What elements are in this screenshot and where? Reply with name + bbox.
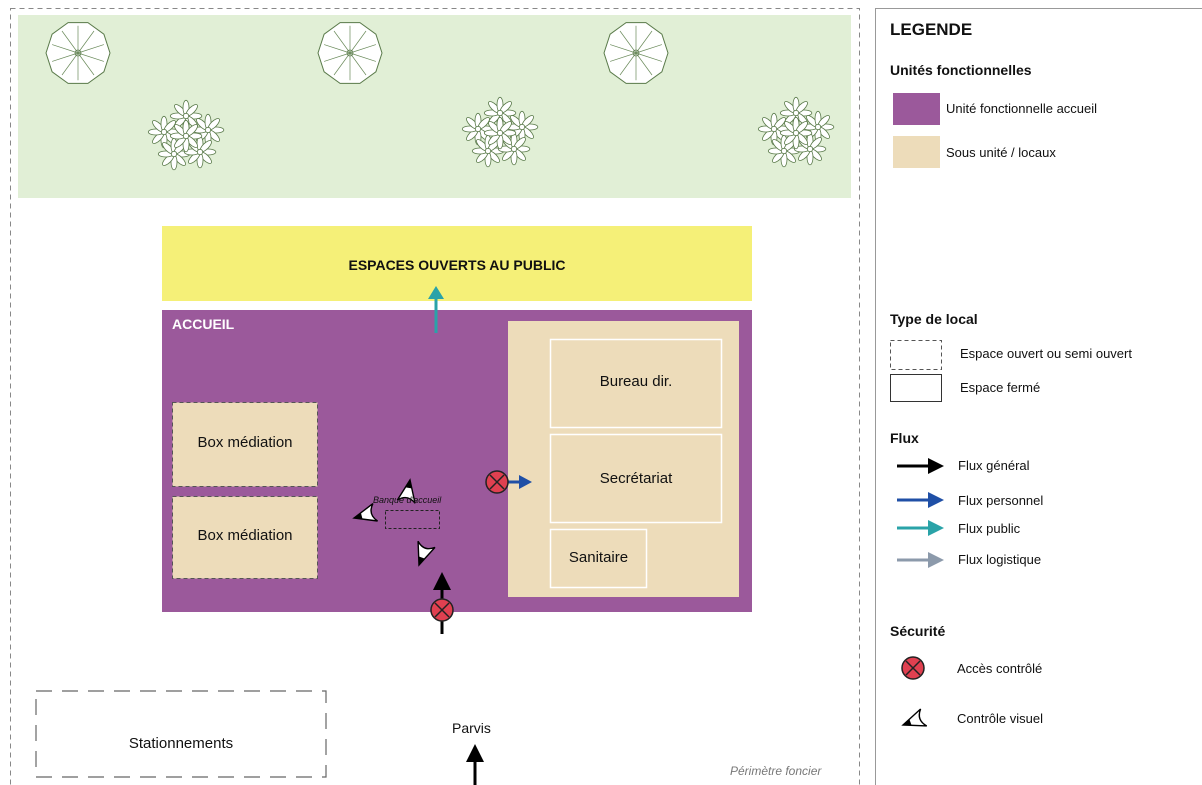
public-space-label: ESPACES OUVERTS AU PUBLIC bbox=[348, 257, 566, 273]
legend-unit-sub: Sous unité / locaux bbox=[946, 145, 1056, 160]
legend-unit-accueil: Unité fonctionnelle accueil bbox=[946, 101, 1098, 116]
box-mediation-1 bbox=[172, 402, 318, 487]
legend-flux-title: Flux bbox=[890, 430, 919, 446]
entrance-access-icon bbox=[430, 598, 454, 622]
legend-flux-arrow-icon bbox=[897, 458, 944, 474]
legend-flux-staff: Flux personnel bbox=[958, 493, 1044, 508]
bureau-label: Bureau dir. bbox=[599, 373, 673, 390]
legend-closed-space-icon bbox=[890, 374, 942, 402]
legend-security-visual: Contrôle visuel bbox=[957, 711, 1043, 726]
garden-lawn bbox=[18, 15, 851, 198]
sanitaire-label: Sanitaire bbox=[568, 549, 629, 566]
legend-type-closed: Espace fermé bbox=[960, 380, 1041, 395]
tree-icon bbox=[45, 22, 111, 84]
legend-units-title: Unités fonctionnelles bbox=[890, 62, 1032, 78]
shrub-icon bbox=[147, 99, 225, 171]
secretariat-label: Secrétariat bbox=[599, 470, 673, 487]
legend-security-access: Accès contrôlé bbox=[957, 661, 1043, 676]
legend-flux-public: Flux public bbox=[958, 521, 1021, 536]
legend-open-space-icon bbox=[890, 340, 942, 370]
legend-flux-logistic: Flux logistique bbox=[958, 552, 1042, 567]
parking-area bbox=[35, 690, 327, 778]
shrub-icon bbox=[757, 96, 835, 168]
tree-icon bbox=[317, 22, 383, 84]
accueil-label: ACCUEIL bbox=[172, 316, 235, 332]
box-mediation-2-label: Box médiation bbox=[197, 527, 293, 544]
parking-label: Stationnements bbox=[128, 735, 234, 752]
controlled-access-icon bbox=[901, 656, 925, 680]
box-mediation-2 bbox=[172, 496, 318, 579]
legend-flux-arrow-icon bbox=[897, 492, 944, 508]
eye-control-icon bbox=[417, 540, 436, 567]
reception-desk bbox=[385, 510, 440, 529]
eye-control-icon bbox=[901, 708, 928, 727]
legend-type-open: Espace ouvert ou semi ouvert bbox=[960, 346, 1132, 361]
secretariat-room bbox=[549, 433, 723, 524]
legend-flux-arrow-icon bbox=[897, 520, 944, 536]
perimeter-label: Périmètre foncier bbox=[730, 764, 822, 778]
controlled-access-icon bbox=[485, 470, 509, 494]
tree-icon bbox=[603, 22, 669, 84]
legend-title: LEGENDE bbox=[890, 20, 973, 39]
sanitaire-room bbox=[549, 528, 648, 589]
box-mediation-1-label: Box médiation bbox=[197, 434, 293, 451]
legend-security-title: Sécurité bbox=[890, 623, 946, 639]
reception-desk-label: Banque d'accueil bbox=[373, 495, 442, 505]
eye-control-icon bbox=[396, 478, 416, 504]
shrub-icon bbox=[461, 96, 539, 168]
legend-swatch-sub-unit bbox=[893, 136, 940, 168]
parvis-arrow bbox=[466, 744, 484, 785]
parvis-label: Parvis bbox=[452, 720, 491, 736]
eye-control-icon bbox=[352, 503, 378, 522]
legend-flux-general: Flux général bbox=[958, 458, 1030, 473]
legend-flux-arrow-icon bbox=[897, 552, 944, 568]
legend-type-title: Type de local bbox=[890, 311, 978, 327]
public-flow-arrow bbox=[428, 286, 444, 333]
public-space bbox=[162, 226, 752, 301]
staff-sub-unit bbox=[508, 321, 739, 597]
land-perimeter bbox=[10, 8, 860, 785]
legend-swatch-accueil bbox=[893, 93, 940, 125]
bureau-room bbox=[549, 338, 723, 429]
